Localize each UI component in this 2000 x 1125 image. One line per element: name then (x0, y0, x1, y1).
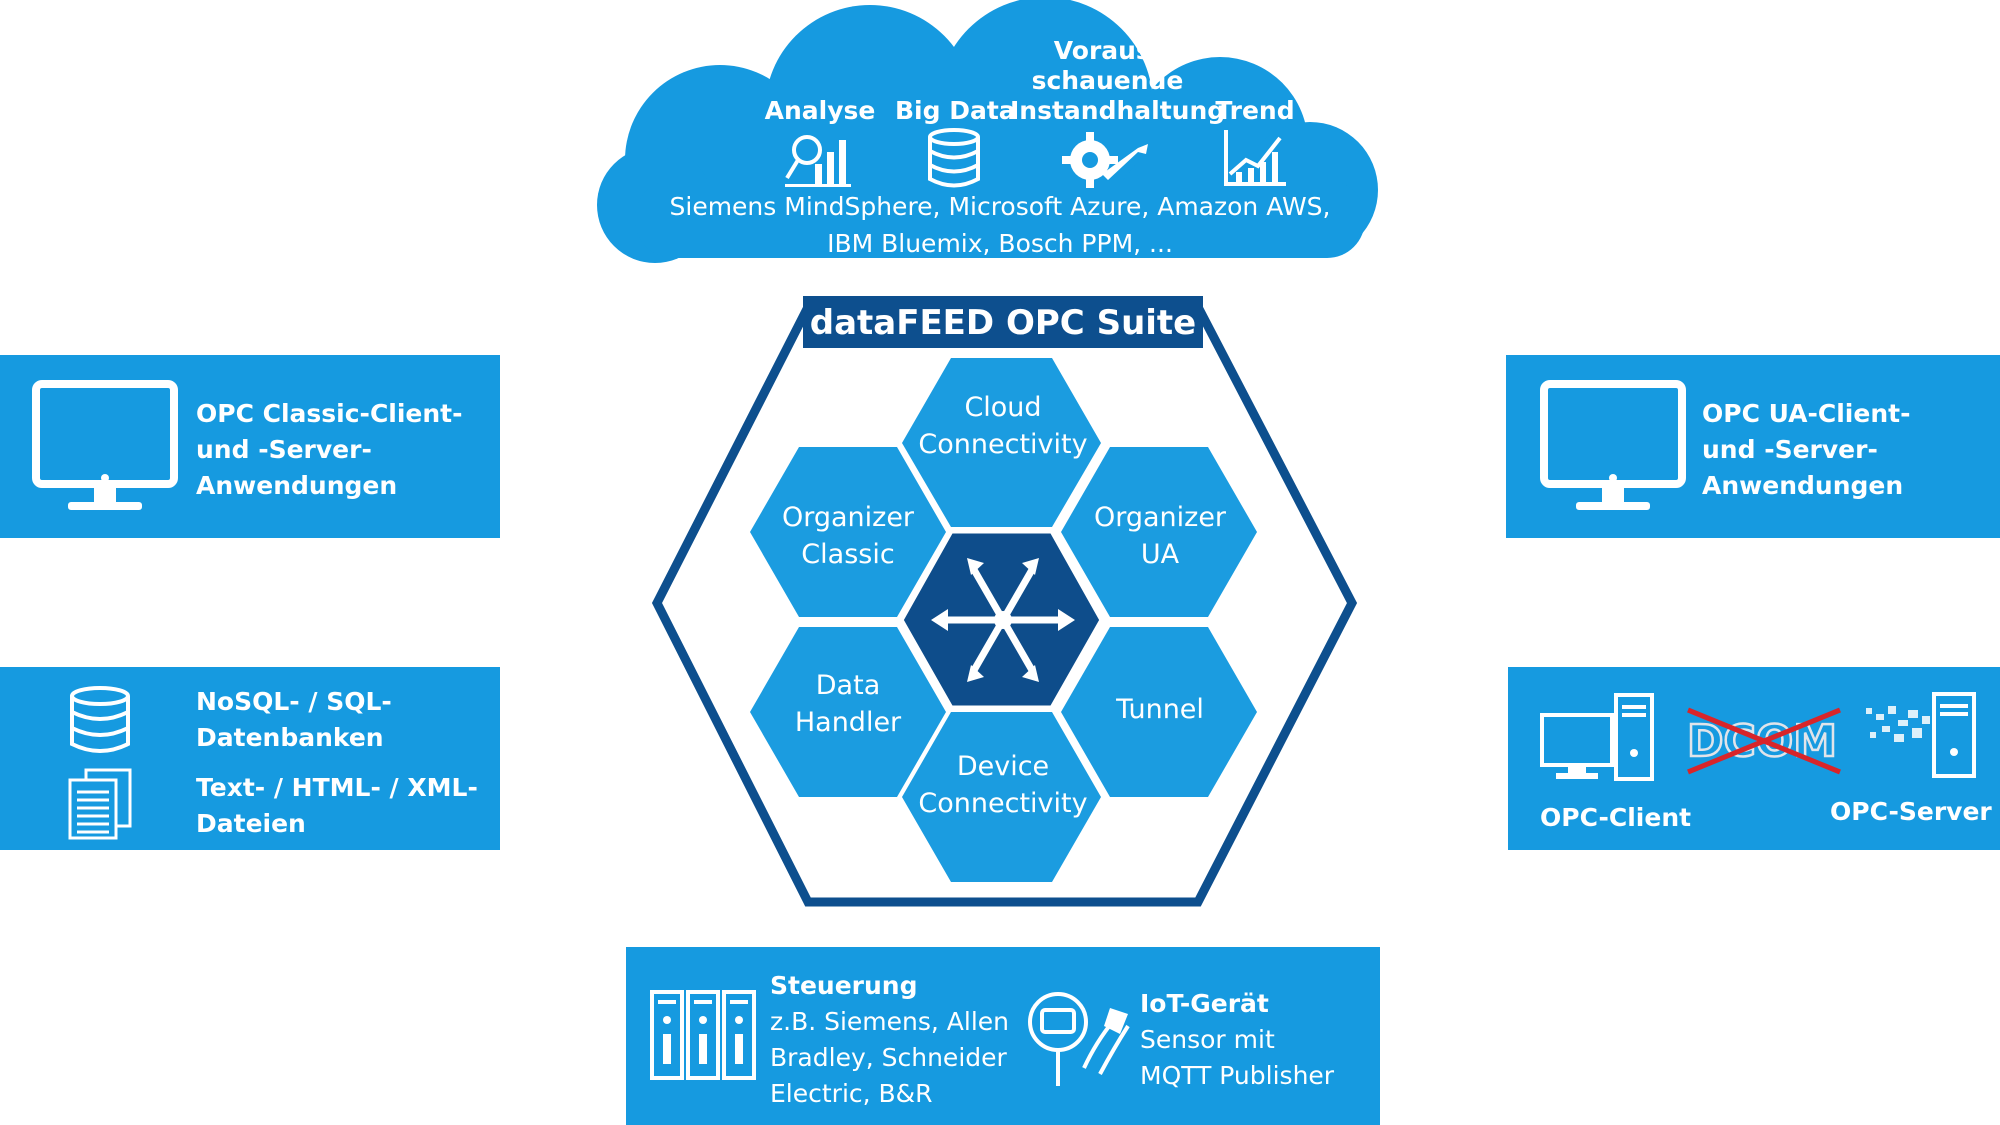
opc-classic-line-3: Anwendungen (196, 471, 398, 500)
client-computer-icon (1540, 693, 1654, 781)
maintenance-line-2: schauende (1031, 66, 1184, 95)
hex-tunnel-label: Tunnel (1115, 694, 1204, 725)
opc-classic-line-2: und -Server- (196, 435, 372, 464)
database-icon (928, 128, 980, 188)
hex-cloud-label-2: Connectivity (918, 429, 1087, 460)
monitor-icon (32, 380, 178, 510)
opc-ua-text: OPC UA-Client- und -Server- Anwendungen (1702, 396, 1910, 504)
suite-title: dataFEED OPC Suite (810, 303, 1196, 343)
opc-server-label: OPC-Server (1830, 797, 1992, 826)
hex-device-connectivity[interactable] (902, 712, 1101, 882)
plc-controller-icon (650, 990, 756, 1080)
suite-title-bar (803, 296, 1203, 348)
hex-data-handler-label-1: Data (816, 670, 880, 701)
hex-organizer-ua-label-2: UA (1141, 539, 1180, 570)
hex-data-handler-label-2: Handler (795, 707, 902, 738)
steuerung-line-2: Bradley, Schneider (770, 1043, 1007, 1072)
documents-icon (68, 768, 132, 840)
hub-arrows-icon (931, 558, 1075, 682)
hex-organizer-classic-label-1: Organizer (782, 502, 915, 533)
panel-controllers-iot (626, 947, 1380, 1125)
iot-title: IoT-Gerät (1140, 989, 1269, 1018)
dcom-crossed: DCOM (1686, 707, 1841, 775)
monitor-icon (1540, 380, 1686, 510)
cloud-platforms-line-2: IBM Bluemix, Bosch PPM, ... (827, 229, 1173, 258)
files-text: Text- / HTML- / XML- Dateien (196, 770, 478, 842)
analytics-icon (785, 135, 851, 187)
trend-chart-icon (1224, 130, 1286, 186)
cloud-platforms-line-1: Siemens MindSphere, Microsoft Azure, Ama… (669, 192, 1331, 221)
hex-cloud-label-1: Cloud (964, 392, 1041, 423)
databases-text: NoSQL- / SQL- Datenbanken (196, 684, 392, 756)
hex-data-handler[interactable] (750, 627, 946, 797)
cloud-item-maintenance-label: Voraus- schauende Instandhaltung (1010, 36, 1226, 126)
iot-line-1: Sensor mit (1140, 1025, 1275, 1054)
hex-device-label-1: Device (957, 751, 1049, 782)
maintenance-gear-icon (1062, 132, 1148, 188)
opc-classic-text: OPC Classic-Client- und -Server- Anwendu… (196, 396, 463, 504)
iot-text: Sensor mit MQTT Publisher (1140, 1022, 1334, 1094)
opc-ua-line-1: OPC UA-Client- (1702, 399, 1911, 428)
opc-client-label: OPC-Client (1540, 803, 1692, 832)
hex-tunnel[interactable] (1061, 627, 1257, 797)
steuerung-line-3: Electric, B&R (770, 1079, 933, 1108)
databases-line-1: NoSQL- / SQL- (196, 687, 392, 716)
steuerung-text: z.B. Siemens, Allen Bradley, Schneider E… (770, 1004, 1009, 1112)
iot-line-2: MQTT Publisher (1140, 1061, 1335, 1090)
cloud-item-analyse-label: Analyse (764, 96, 876, 125)
panel-dcom (1508, 667, 2000, 850)
cloud-item-trend-label: Trend (1215, 96, 1295, 125)
opc-classic-line-1: OPC Classic-Client- (196, 399, 463, 428)
files-line-1: Text- / HTML- / XML- (196, 773, 478, 802)
cloud-item-bigdata-label: Big Data (895, 96, 1016, 125)
database-icon (70, 686, 130, 753)
maintenance-line-1: Voraus- (1053, 36, 1162, 65)
hex-organizer-ua-label-1: Organizer (1094, 502, 1227, 533)
maintenance-line-3: Instandhaltung (1010, 96, 1226, 125)
hex-organizer-classic-label-2: Classic (801, 539, 894, 570)
cloud-platforms: Siemens MindSphere, Microsoft Azure, Ama… (630, 188, 1370, 262)
opc-ua-line-2: und -Server- (1702, 435, 1878, 464)
steuerung-line-1: z.B. Siemens, Allen (770, 1007, 1010, 1036)
iot-sensor-icon (1028, 992, 1130, 1086)
server-icon (1866, 692, 1976, 778)
hex-organizer-ua[interactable] (1061, 447, 1257, 617)
hex-device-label-2: Connectivity (918, 788, 1087, 819)
files-line-2: Dateien (196, 809, 306, 838)
steuerung-title: Steuerung (770, 971, 918, 1000)
databases-line-2: Datenbanken (196, 723, 384, 752)
opc-ua-line-3: Anwendungen (1702, 471, 1904, 500)
hex-organizer-classic[interactable] (750, 447, 946, 617)
hex-cloud-connectivity[interactable] (902, 358, 1101, 527)
